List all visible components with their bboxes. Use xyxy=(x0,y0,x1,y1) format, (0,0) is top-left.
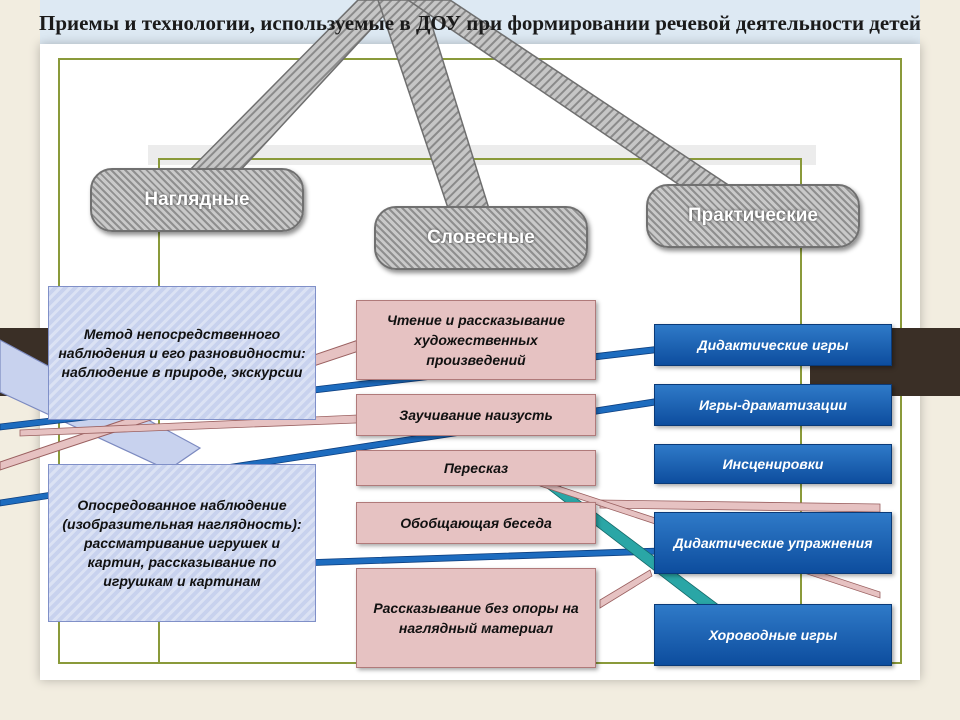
category-practical: Практические xyxy=(646,184,860,248)
visual-method-direct-observation: Метод непосредственного наблюдения и его… xyxy=(48,286,316,420)
verbal-method-storytelling: Рассказывание без опоры на наглядный мат… xyxy=(356,568,596,668)
left-dark-band xyxy=(0,328,48,396)
practical-method-dramatization-games: Игры-драматизации xyxy=(654,384,892,426)
verbal-method-reading: Чтение и рассказывание художественных пр… xyxy=(356,300,596,380)
practical-method-didactic-exercises: Дидактические упражнения xyxy=(654,512,892,574)
verbal-method-retelling: Пересказ xyxy=(356,450,596,486)
visual-method-mediated-observation: Опосредованное наблюдение (изобразительн… xyxy=(48,464,316,622)
practical-method-round-dance-games: Хороводные игры xyxy=(654,604,892,666)
slide-title: Приемы и технологии, используемые в ДОУ … xyxy=(39,11,921,35)
practical-method-staging: Инсценировки xyxy=(654,444,892,484)
category-visual: Наглядные xyxy=(90,168,304,232)
practical-method-didactic-games: Дидактические игры xyxy=(654,324,892,366)
verbal-method-memorizing: Заучивание наизусть xyxy=(356,394,596,436)
category-verbal: Словесные xyxy=(374,206,588,270)
verbal-method-conversation: Обобщающая беседа xyxy=(356,502,596,544)
